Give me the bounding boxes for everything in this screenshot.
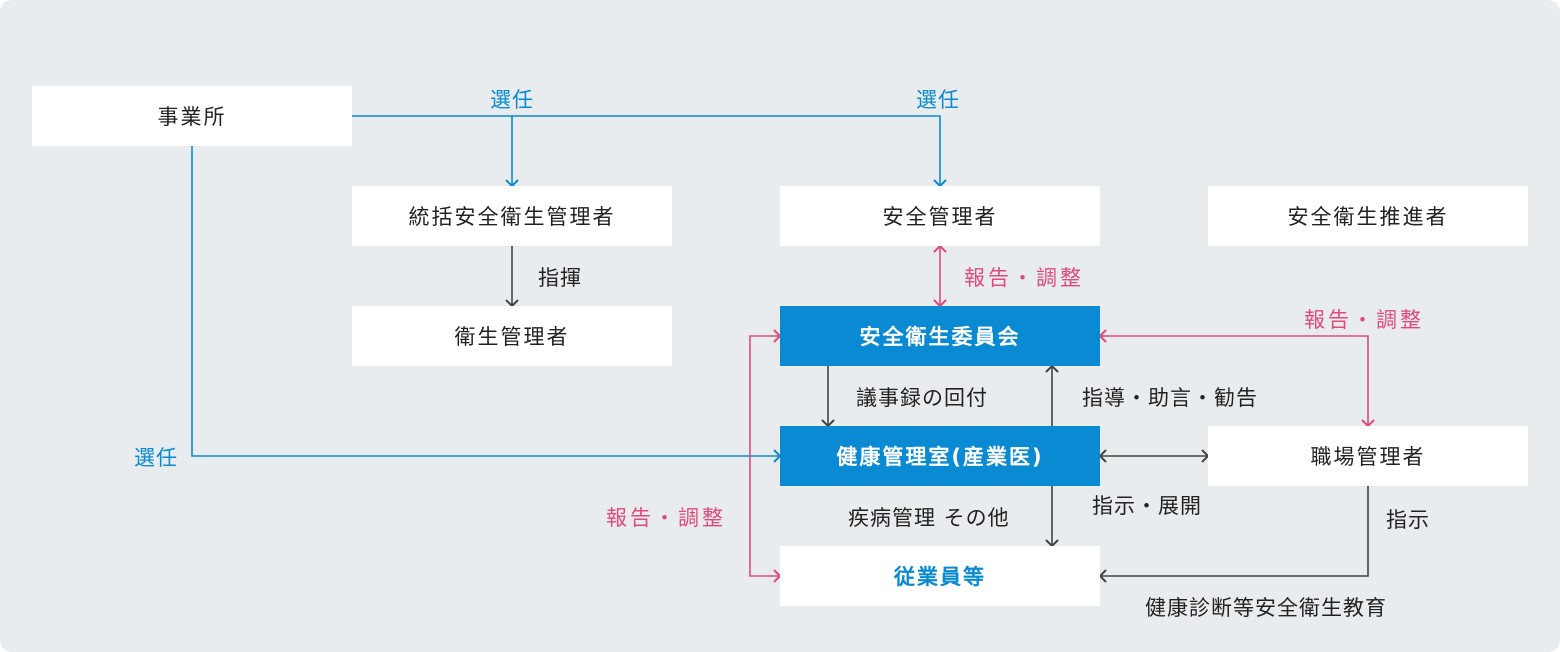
- node-eisei-kanrisha: 衛生管理者: [352, 306, 672, 366]
- label-report-anzen: 報告・調整: [964, 266, 1084, 290]
- line-appoint-to-anzen: [512, 115, 947, 188]
- node-kenko-kanrishitsu: 健康管理室(産業医): [780, 426, 1100, 486]
- node-shokuba-kanrisha: 職場管理者: [1208, 426, 1528, 486]
- label-guidance-advice: 指導・助言・勧告: [1082, 386, 1258, 410]
- label-health-checkup-education: 健康診断等安全衛生教育: [1145, 596, 1387, 620]
- label-report-jugyoin: 報告・調整: [606, 506, 726, 530]
- node-anzen-eisei-suishinsha: 安全衛生推進者: [1208, 186, 1528, 246]
- label-report-shokuba: 報告・調整: [1304, 308, 1424, 332]
- node-jugyoin: 従業員等: [780, 546, 1100, 606]
- label-disease-mgmt: 疾病管理 その他: [848, 506, 1010, 530]
- line-report-shokuba: [1098, 329, 1375, 428]
- line-appoint-to-tokatsu: [352, 115, 519, 188]
- node-anzen-kanrisha: 安全管理者: [780, 186, 1100, 246]
- label-instruction-deploy: 指示・展開: [1092, 494, 1202, 518]
- label-instruction: 指示: [1386, 508, 1430, 532]
- label-appoint-3: 選任: [134, 446, 178, 470]
- node-anzen-eisei-iinkai: 安全衛生委員会: [780, 306, 1100, 366]
- node-jigyosho: 事業所: [32, 86, 352, 146]
- line-instruction: [1098, 486, 1369, 583]
- node-tokatsu-anzen-eisei-kanrisha: 統括安全衛生管理者: [352, 186, 672, 246]
- label-appoint-2: 選任: [916, 88, 960, 112]
- label-command: 指揮: [538, 266, 582, 290]
- line-report-jugyoin: [749, 329, 782, 583]
- label-appoint-1: 選任: [490, 88, 534, 112]
- line-appoint-to-kenko: [191, 146, 782, 463]
- label-minutes-circulation: 議事録の回付: [856, 386, 988, 410]
